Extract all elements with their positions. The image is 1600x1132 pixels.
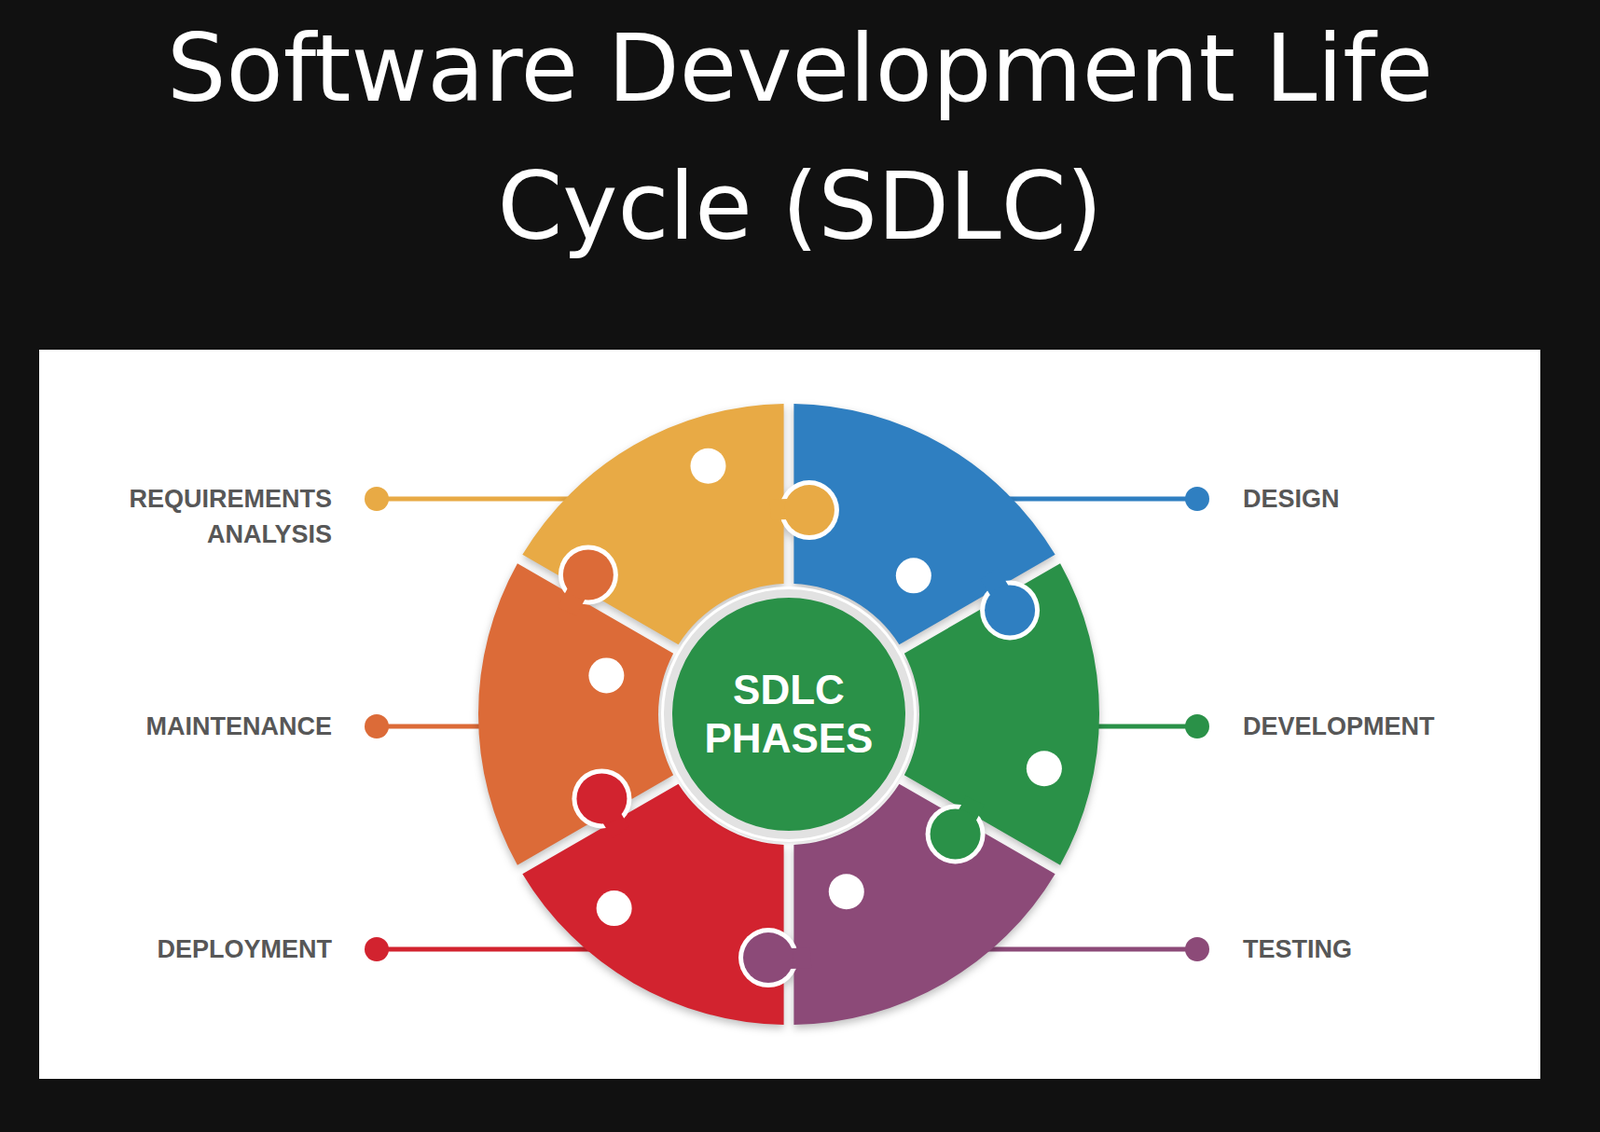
puzzle-hole [896, 557, 932, 594]
puzzle-knob [563, 549, 614, 600]
puzzle-piece [904, 563, 1100, 866]
puzzle-knob [984, 584, 1035, 635]
center-circle: SDLC PHASES [663, 589, 914, 840]
puzzle-hole [689, 448, 726, 484]
puzzle-knob-cut [738, 927, 799, 988]
leader-dots [364, 486, 1210, 962]
puzzle-ring [478, 403, 1100, 1025]
leader-dot [1185, 486, 1210, 511]
leader-dot [1185, 714, 1210, 739]
puzzle-knob [743, 932, 794, 983]
phase-label: MAINTENANCE [52, 708, 332, 745]
puzzle-hole [828, 873, 865, 910]
phase-label: TESTING [1242, 931, 1523, 967]
phase-label: DESIGN [1242, 481, 1523, 517]
phase-label: DEPLOYMENT [52, 931, 332, 967]
leader-dot [364, 486, 389, 511]
leader-line [995, 496, 1198, 502]
phase-label: DEVELOPMENT [1242, 708, 1523, 745]
leader-line [376, 496, 583, 502]
leader-dot [364, 937, 389, 962]
puzzle-hole [596, 890, 633, 926]
leader-line [376, 947, 602, 952]
puzzle-knob-cut [779, 480, 840, 540]
leader-dot [1185, 937, 1210, 962]
puzzle-hole [588, 657, 624, 693]
puzzle-knob [576, 772, 627, 824]
page-title: Software Development Life Cycle (SDLC) [100, 0, 1500, 276]
puzzle-knob [930, 808, 981, 859]
center-label: SDLC PHASES [695, 665, 883, 763]
phase-label: REQUIREMENTS ANALYSIS [52, 481, 332, 552]
leader-line [1083, 724, 1198, 730]
leader-dot [364, 714, 389, 739]
leader-line [975, 947, 1198, 952]
puzzle-hole [1026, 750, 1063, 787]
white-panel [39, 349, 1541, 1079]
puzzle-knob [784, 484, 835, 536]
leader-lines [376, 498, 1198, 950]
leader-line [376, 724, 495, 730]
